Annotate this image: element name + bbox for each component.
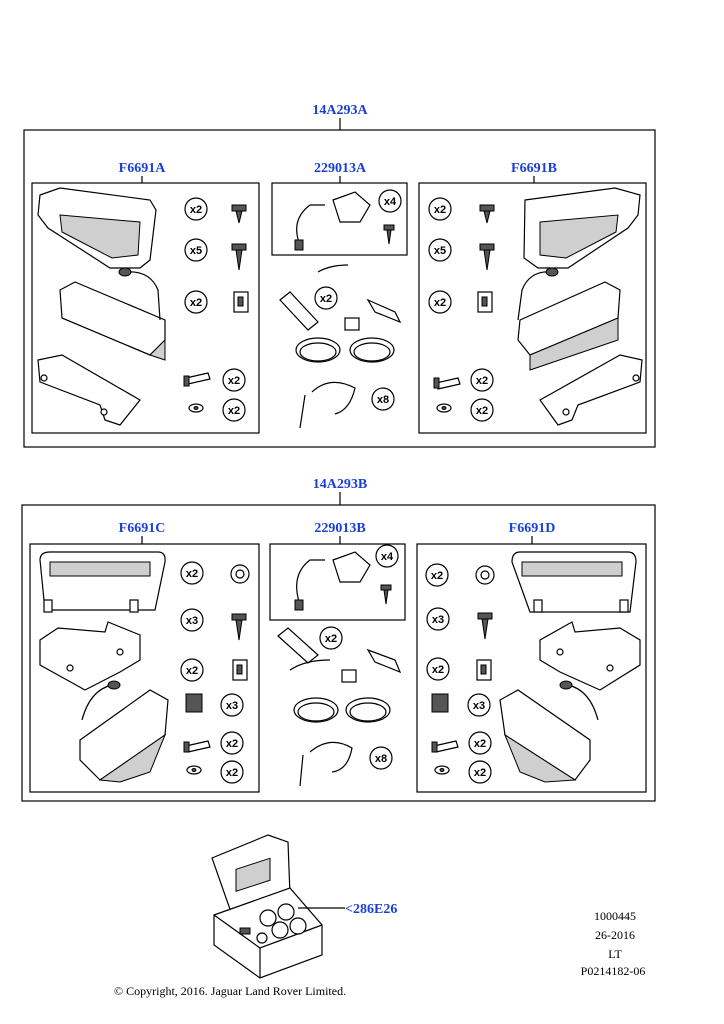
clip-nut-icon	[184, 290, 249, 314]
kit-callout-F6691A[interactable]: F6691A	[119, 161, 167, 176]
reflector-lamp-part[interactable]	[499, 680, 599, 783]
qty-label: x2	[325, 633, 337, 645]
qty-label: x3	[186, 615, 198, 627]
qty-label: x2	[228, 375, 240, 387]
qty-label: x2	[434, 297, 446, 309]
qty-label: x2	[476, 375, 488, 387]
sleeve-tube-part[interactable]	[277, 627, 331, 671]
screw-icon	[180, 608, 247, 641]
reflector-lamp-part[interactable]	[517, 267, 621, 371]
kit-callout-14A293A[interactable]: 14A293A	[312, 103, 368, 118]
qty-label: x2	[190, 297, 202, 309]
kit-callout-F6691B[interactable]: F6691B	[511, 161, 557, 176]
qty-label: x5	[434, 245, 446, 257]
qty-label: x2	[476, 405, 488, 417]
lamp-bezel-part[interactable]	[523, 187, 641, 269]
lamp-bezel-part[interactable]	[511, 551, 637, 613]
kit-frame-F6691C	[29, 543, 260, 793]
clip-nut-icon	[428, 290, 493, 314]
cable-coil-part[interactable]	[295, 317, 395, 363]
kit-callout-229013A[interactable]: 229013A	[314, 161, 367, 176]
fuse-part[interactable]	[314, 286, 402, 324]
clip-nut-icon	[426, 657, 492, 681]
qty-label: x2	[186, 568, 198, 580]
qty-label: x2	[474, 767, 486, 779]
bulb-kit-box-part[interactable]	[211, 834, 323, 979]
screw-icon	[426, 607, 493, 640]
grommet-icon	[185, 693, 244, 717]
mounting-bracket-part[interactable]	[39, 621, 141, 691]
qty-label: x4	[381, 551, 394, 563]
kit-frame-F6691A	[31, 182, 260, 434]
qty-label: x2	[431, 570, 443, 582]
kit-callout-F6691D[interactable]: F6691D	[509, 521, 556, 536]
sleeve-tube-part[interactable]	[279, 264, 349, 331]
wiring-harness-part[interactable]	[294, 551, 371, 611]
screw-icon	[184, 197, 247, 224]
lamp-bezel-part[interactable]	[37, 187, 157, 269]
qty-label: x5	[190, 245, 202, 257]
meta-line: 26-2016	[595, 928, 635, 942]
bolt-icon	[433, 368, 494, 392]
screw-icon	[378, 189, 402, 245]
copyright-notice: © Copyright, 2016. Jaguar Land Rover Lim…	[114, 984, 346, 998]
qty-label: x2	[432, 664, 444, 676]
washer-icon	[186, 760, 244, 784]
meta-line: P0214182-06	[581, 964, 646, 978]
screw-icon	[428, 197, 495, 224]
washer-icon	[434, 760, 492, 784]
kit-callout-14A293B[interactable]: 14A293B	[313, 477, 367, 492]
clip-nut-icon	[180, 658, 248, 682]
kit-frame-14A293A	[23, 129, 656, 448]
cable-tie-part[interactable]	[299, 741, 393, 787]
wiring-harness-part[interactable]	[294, 191, 371, 251]
meta-line: LT	[608, 947, 622, 961]
bolt-icon	[431, 731, 492, 755]
qty-label: x3	[226, 700, 238, 712]
nut-icon	[180, 561, 250, 585]
cable-tie-part[interactable]	[299, 381, 395, 429]
qty-label: x2	[190, 204, 202, 216]
washer-icon	[188, 398, 246, 422]
qty-label: x3	[432, 614, 444, 626]
nut-icon	[425, 563, 495, 587]
kit-frame-229013A	[271, 182, 408, 256]
qty-label: x2	[228, 405, 240, 417]
kit-callout-286E26[interactable]: <286E26	[345, 902, 397, 917]
qty-label: x2	[474, 738, 486, 750]
lamp-bezel-part[interactable]	[39, 551, 166, 613]
grommet-icon	[431, 693, 491, 717]
kit-callout-229013B[interactable]: 229013B	[314, 521, 365, 536]
qty-label: x8	[375, 753, 387, 765]
washer-icon	[436, 398, 494, 422]
mounting-bracket-part[interactable]	[539, 621, 641, 691]
fuse-part[interactable]	[319, 626, 402, 674]
kit-frame-14A293B	[21, 504, 656, 802]
qty-label: x2	[434, 204, 446, 216]
qty-label: x3	[473, 700, 485, 712]
qty-label: x2	[226, 738, 238, 750]
cable-coil-part[interactable]	[293, 669, 391, 723]
bolt-icon	[183, 368, 246, 392]
kit-frame-F6691B	[418, 182, 647, 434]
kit-frame-229013B	[269, 543, 406, 621]
qty-label: x2	[320, 293, 332, 305]
reflector-lamp-part[interactable]	[59, 267, 166, 361]
mounting-bracket-part[interactable]	[539, 354, 643, 426]
qty-label: x2	[226, 767, 238, 779]
qty-label: x2	[186, 665, 198, 677]
screw-icon	[375, 544, 399, 605]
kit-callout-F6691C[interactable]: F6691C	[119, 521, 166, 536]
screw-icon	[184, 238, 247, 271]
bolt-icon	[183, 731, 244, 755]
screw-icon	[428, 238, 495, 271]
mounting-bracket-part[interactable]	[37, 354, 141, 426]
qty-label: x8	[377, 394, 389, 406]
reflector-lamp-part[interactable]	[79, 680, 169, 783]
qty-label: x4	[384, 196, 397, 208]
kit-frame-F6691D	[416, 543, 647, 793]
meta-line: 1000445	[594, 909, 636, 923]
